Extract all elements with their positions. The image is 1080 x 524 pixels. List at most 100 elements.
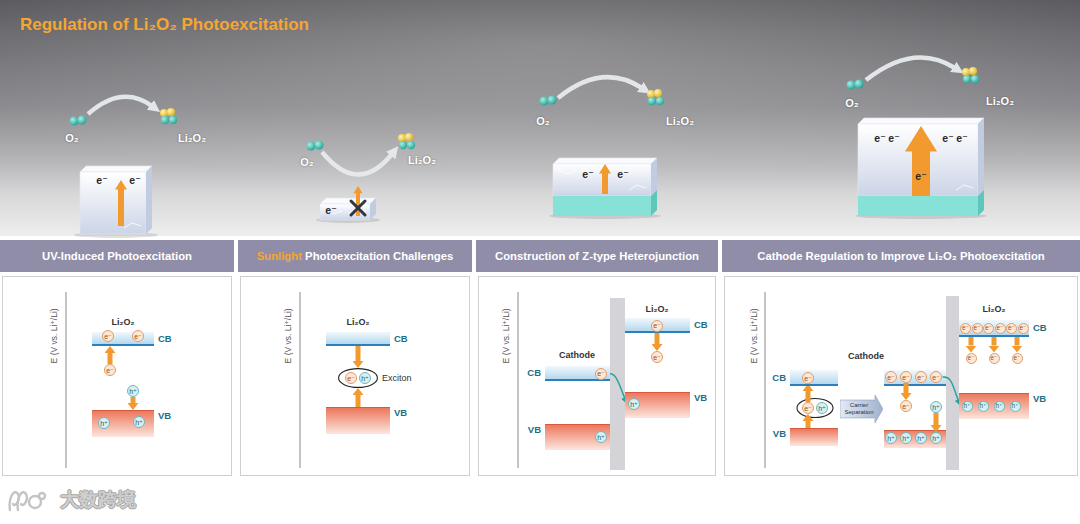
- charge-label: h⁺: [100, 420, 108, 427]
- charge-label: e⁻: [597, 370, 605, 377]
- charge-label: e⁻: [653, 322, 661, 329]
- electron-circle: e⁻: [102, 330, 114, 342]
- hole-circle: h⁺: [885, 432, 897, 444]
- charge-label: h⁺: [630, 401, 638, 408]
- excitation-arrow: [356, 395, 361, 407]
- charge-label: h⁺: [917, 435, 925, 442]
- electron-circle: e⁻: [989, 353, 1000, 364]
- cube-side-face: [146, 166, 152, 234]
- lithium-atom: [405, 133, 413, 141]
- valence-band: VB: [326, 407, 407, 434]
- hole-circle: h⁺: [628, 398, 640, 410]
- exciton-label: Exciton: [382, 373, 412, 383]
- axis-label: E (V vs. Li⁺/Li): [750, 308, 760, 363]
- band-label: VB: [528, 425, 541, 436]
- electron-circle: e⁻: [345, 372, 357, 384]
- oxygen-atom: [971, 75, 979, 83]
- molecule-label: Li₂O₂: [666, 115, 694, 128]
- logo-stroke: [39, 493, 45, 499]
- band-label: CB: [772, 373, 786, 384]
- electron-label: e⁻: [956, 132, 967, 144]
- valence-band: VB h⁺: [625, 392, 707, 418]
- lithium-atom: [969, 67, 977, 75]
- watermark-logo: [10, 492, 45, 510]
- band-label: CB: [1033, 323, 1047, 334]
- material-label: Li₂O₂: [646, 304, 669, 314]
- charge-label: e⁻: [134, 333, 142, 340]
- cathode-base: [553, 196, 651, 216]
- cube-front-face: [858, 124, 978, 196]
- excitation-arrow: [806, 421, 811, 428]
- oxygen-atom: [70, 117, 79, 126]
- charge-label: e⁻: [932, 374, 940, 381]
- electron-label: e⁻: [942, 132, 953, 144]
- electron-circle: e⁻: [651, 320, 663, 332]
- oxygen-atom: [407, 141, 415, 149]
- energy-axis: [66, 292, 67, 468]
- excitation-arrow: [131, 397, 136, 403]
- transfer-arrow: [943, 377, 961, 406]
- electron-circle: e⁻: [900, 371, 912, 383]
- charge-label: h⁺: [129, 388, 137, 395]
- electron-circle: e⁻: [802, 372, 814, 384]
- band-label: CB: [694, 320, 708, 331]
- conduction-band: CB e⁻: [527, 366, 610, 381]
- electron-label: e⁻: [888, 132, 899, 144]
- panel: Cathode Regulation to Improve Li₂O₂ Phot…: [722, 240, 1080, 478]
- electron-circle: e⁻: [1006, 323, 1017, 334]
- energy-axis: [518, 292, 519, 468]
- molecule-label: O₂: [845, 97, 858, 110]
- band-label: VB: [158, 411, 171, 422]
- charge-label: h⁺: [902, 435, 910, 442]
- electron-circle: e⁻: [802, 402, 814, 414]
- hole-circle: h⁺: [900, 432, 912, 444]
- axis-label: E (V vs. Li⁺/Li): [50, 308, 60, 363]
- lithium-atom: [654, 89, 662, 97]
- charge-label: e⁻: [997, 325, 1004, 331]
- exciton-ellipse: [339, 369, 378, 388]
- reaction-arc: [558, 77, 642, 98]
- panel-heading: Photoexcitation Challenges: [305, 250, 453, 263]
- material-label: Cathode: [559, 350, 595, 360]
- electron-circle: e⁻: [1018, 323, 1029, 334]
- charge-label: h⁺: [964, 403, 971, 409]
- band-label: VB: [773, 429, 786, 440]
- charge-label: e⁻: [653, 354, 661, 361]
- cube-side-face: [651, 158, 657, 196]
- charge-label: h⁺: [361, 375, 369, 382]
- charge-label: h⁺: [932, 404, 940, 411]
- band-label: CB: [527, 368, 541, 379]
- cube-top-face: [320, 198, 376, 204]
- cube-top-face: [858, 118, 984, 124]
- valence-band: VBh⁺h⁺: [92, 410, 171, 437]
- molecule-label: Li₂O₂: [986, 95, 1014, 108]
- axis-label: E (V vs. Li⁺/Li): [284, 308, 294, 363]
- charge-label: h⁺: [980, 403, 987, 409]
- conduction-band-bar: [790, 370, 838, 386]
- hole-circle: h⁺: [595, 431, 607, 443]
- electron-label: e⁻: [617, 168, 628, 180]
- lithium-atom: [167, 108, 175, 116]
- panel: UV-Induced PhotoexcitationCBe⁻e⁻e⁻h⁺VBh⁺…: [0, 240, 234, 478]
- band-label: VB: [694, 393, 707, 404]
- valence-band-bar: [884, 430, 946, 448]
- hole-circle: h⁺: [994, 401, 1005, 412]
- valence-band-bar: [326, 407, 390, 434]
- conduction-band: CB e⁻: [625, 318, 708, 333]
- conduction-band-bar: [326, 332, 390, 346]
- charge-label: e⁻: [804, 405, 812, 412]
- conduction-band: CB e⁻: [772, 370, 838, 386]
- charge-label: e⁻: [917, 374, 925, 381]
- cube-side-face: [978, 118, 984, 196]
- spotlight: [0, 0, 1080, 236]
- reaction-arc: [88, 97, 152, 114]
- valence-band: VBh⁺h⁺h⁺h⁺: [959, 393, 1046, 419]
- conduction-band: CBe⁻e⁻e⁻e⁻e⁻e⁻: [959, 320, 1047, 337]
- charge-label: h⁺: [996, 403, 1003, 409]
- lithium-atom: [160, 109, 168, 117]
- lithium-atom: [962, 68, 970, 76]
- cathode-base-side: [978, 190, 984, 216]
- oxygen-atom: [855, 80, 864, 89]
- cube-shadows: [74, 213, 987, 238]
